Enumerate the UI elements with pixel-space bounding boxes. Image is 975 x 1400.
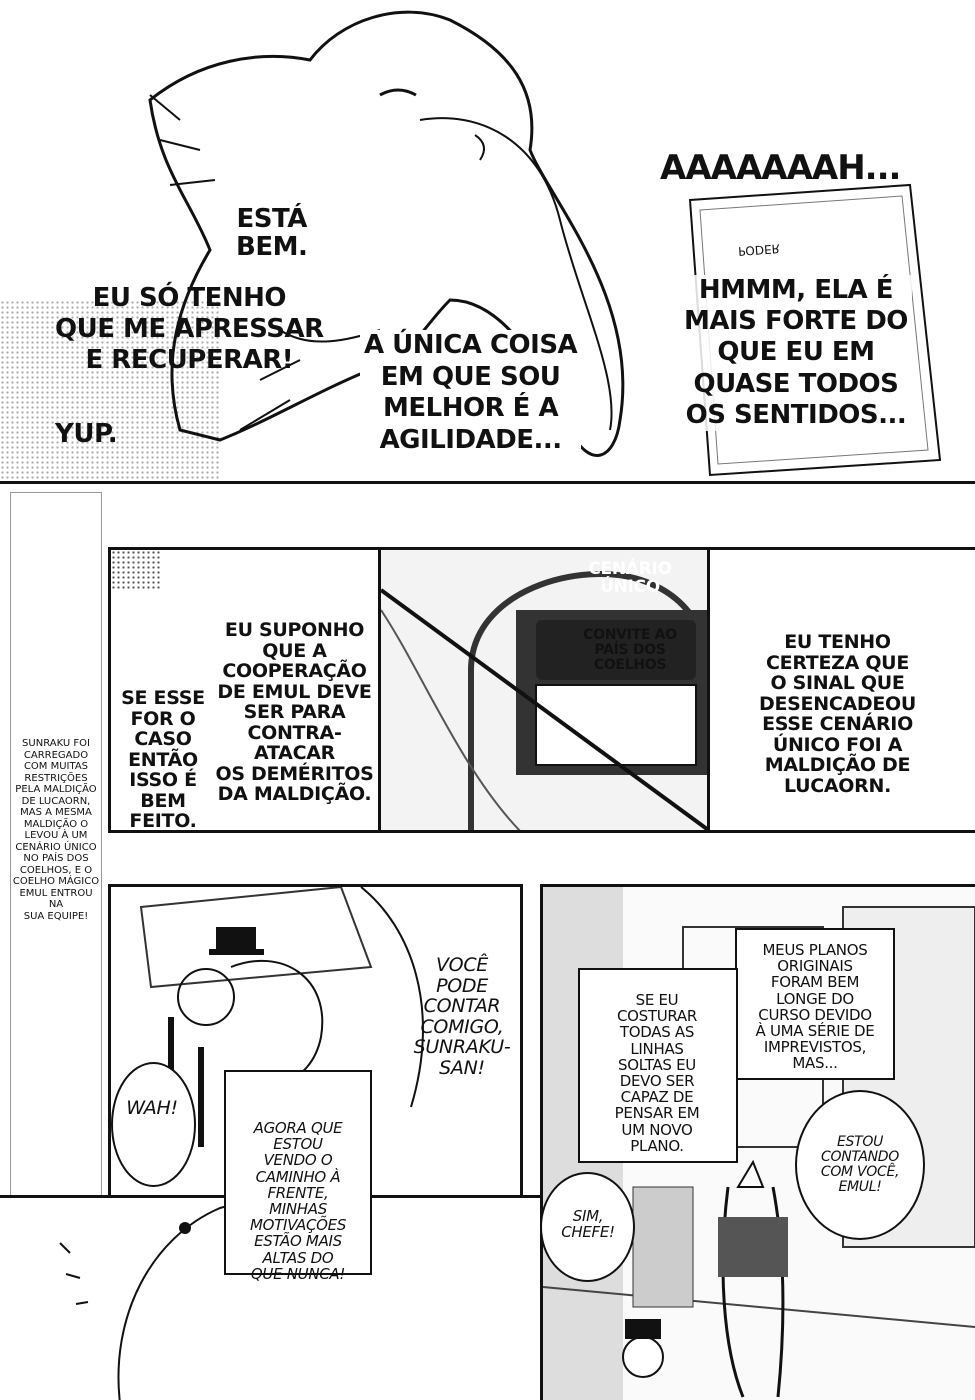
caption-agora-que-box — [224, 1070, 372, 1275]
text-meus-planos: MEUS PLANOS ORIGINAIS FORAM BEM LONGE DO… — [755, 941, 875, 1073]
text-sim-chefe: SIM, CHEFE! — [561, 1207, 615, 1242]
bubble-unica-coisa: A ÚNICA COISA EM QUE SOU MELHOR É A AGIL… — [360, 330, 582, 457]
caption-se-eu-box — [578, 968, 738, 1163]
text-wah: WAH! — [126, 1097, 178, 1119]
text-voce-pode: VOCÊ PODE CONTAR COMIGO, SUNRAKU- SAN! — [413, 954, 511, 1079]
crest-text: AAAAAAAH... — [660, 148, 901, 188]
card-word: PODER — [737, 241, 781, 259]
bubble-estou-contando — [795, 1090, 925, 1240]
bubble-sim-chefe — [540, 1172, 635, 1282]
text-se-esse: SE ESSE FOR O CASO ENTÃO ISSO É BEM FEIT… — [121, 687, 205, 833]
bubble-eu-so-tenho: EU SÓ TENHO QUE ME APRESSAR E RECUPERAR! — [55, 283, 324, 376]
text-eu-suponho: EU SUPONHO QUE A COOPERAÇÃO DE EMUL DEVE… — [215, 619, 374, 806]
panel-corner-tone — [111, 550, 161, 590]
panel-eu-tenho — [707, 547, 975, 833]
text-se-eu: SE EU COSTURAR TODAS AS LINHAS SOLTAS EU… — [614, 991, 700, 1155]
text-eu-tenho: EU TENHO CERTEZA QUE O SINAL QUE DESENCA… — [759, 631, 916, 797]
bubble-esta-bem: ESTÁ BEM. — [236, 204, 308, 263]
recap-caption: SUNRAKU FOI CARREGADO COM MUITAS RESTRIÇ… — [12, 738, 100, 922]
text-agora-que: AGORA QUE ESTOU VENDO O CAMINHO À FRENTE… — [249, 1119, 347, 1283]
text-estou-contando: ESTOU CONTANDO COM VOCÊ, EMUL! — [820, 1134, 900, 1196]
top-panel: PODER AAAAAAAH... ESTÁ BEM. EU SÓ TENHO … — [0, 0, 975, 484]
sign-body: CONVITE AO PAÍS DOS COELHOS — [583, 627, 677, 674]
bubble-hmmm: HMMM, ELA É MAIS FORTE DO QUE EU EM QUAS… — [680, 275, 912, 431]
sign-title: CENÁRIO ÚNICO — [588, 559, 672, 598]
bubble-wah-shape — [111, 1062, 196, 1187]
bubble-yup: YUP. — [55, 419, 118, 449]
caption-meus-planos-box — [735, 928, 895, 1080]
